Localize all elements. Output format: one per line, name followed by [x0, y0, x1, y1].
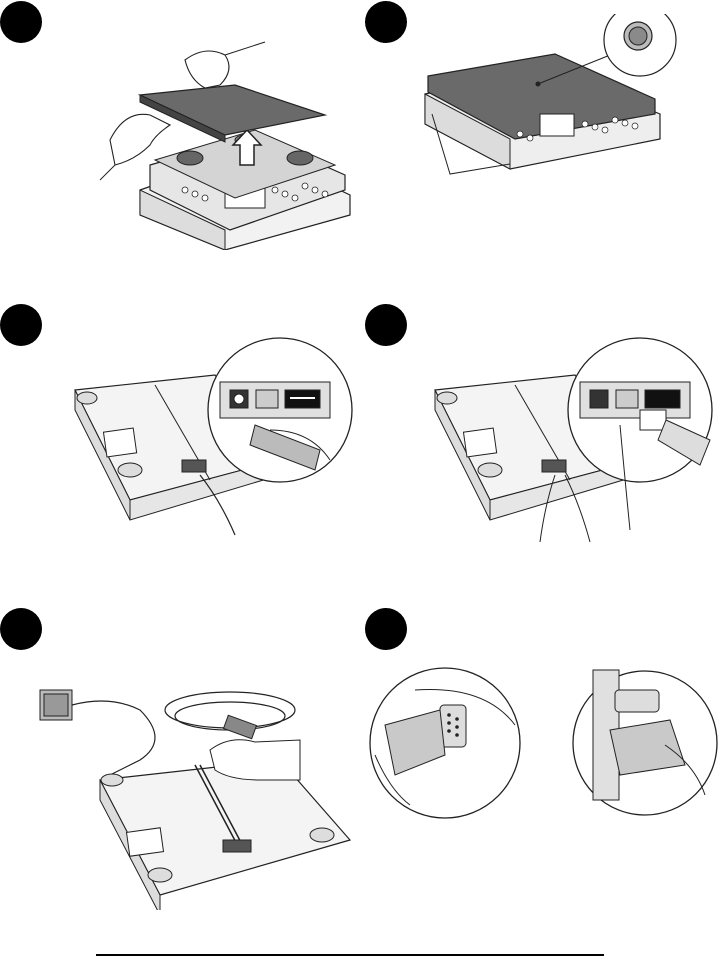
serial-connector-illustration — [365, 665, 720, 825]
connect-power-illustration — [70, 330, 360, 545]
step-2-badge — [365, 1, 407, 43]
step-4-badge — [365, 304, 407, 346]
level-bubble-illustration — [420, 14, 710, 184]
step-6-badge — [365, 608, 407, 650]
step-3-badge — [0, 304, 42, 346]
connect-phone-cable-illustration — [430, 330, 720, 545]
lift-cover-illustration — [95, 40, 360, 250]
footer-rule — [96, 954, 604, 956]
step-5-badge — [0, 608, 42, 650]
step-1-badge — [0, 1, 42, 43]
route-cables-illustration — [30, 680, 360, 910]
